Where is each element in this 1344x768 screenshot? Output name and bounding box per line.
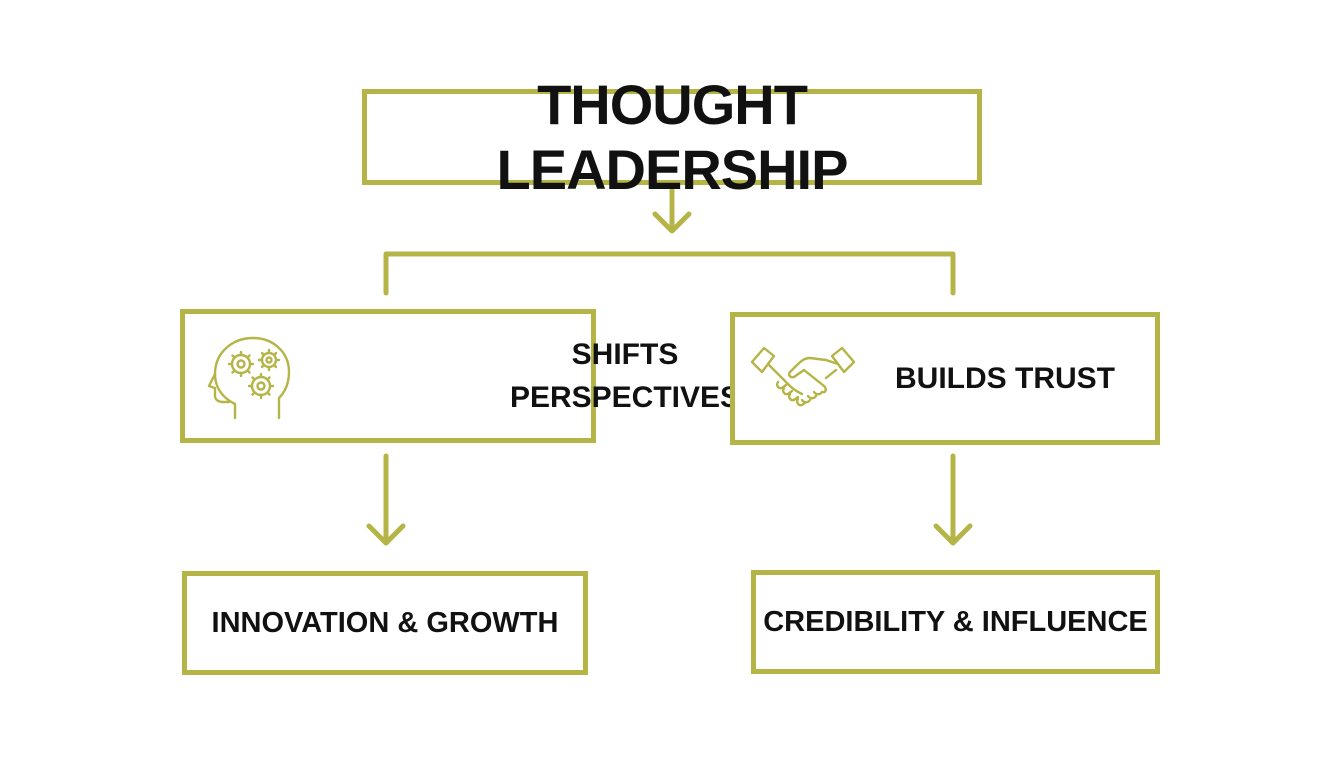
shifts-perspectives-line2: PERSPECTIVES	[509, 381, 741, 414]
title-arrowhead	[652, 211, 692, 234]
builds-trust-label: BUILDS TRUST	[895, 361, 1115, 395]
shifts-perspectives-label: SHIFTS PERSPECTIVES	[495, 314, 755, 438]
shifts-perspectives-line1: SHIFTS	[571, 337, 679, 371]
brain-gears-icon	[207, 336, 291, 420]
title-box: THOUGHT LEADERSHIP	[362, 73, 982, 201]
innovation-growth-box: INNOVATION & GROWTH	[182, 571, 588, 675]
left-arrowhead	[366, 523, 406, 546]
title-text: THOUGHT LEADERSHIP	[496, 73, 849, 201]
credibility-influence-box: CREDIBILITY & INFLUENCE	[751, 570, 1160, 674]
innovation-growth-label: INNOVATION & GROWTH	[211, 606, 559, 639]
handshake-icon	[750, 346, 856, 407]
credibility-influence-label: CREDIBILITY & INFLUENCE	[763, 605, 1148, 638]
shifts-perspectives-box: SHIFTS PERSPECTIVES	[180, 309, 740, 443]
branch-bracket	[383, 251, 956, 296]
right-arrowhead	[933, 523, 973, 546]
builds-trust-label-wrap: BUILDS TRUST	[865, 317, 1145, 440]
builds-trust-box: BUILDS TRUST	[730, 312, 1160, 445]
